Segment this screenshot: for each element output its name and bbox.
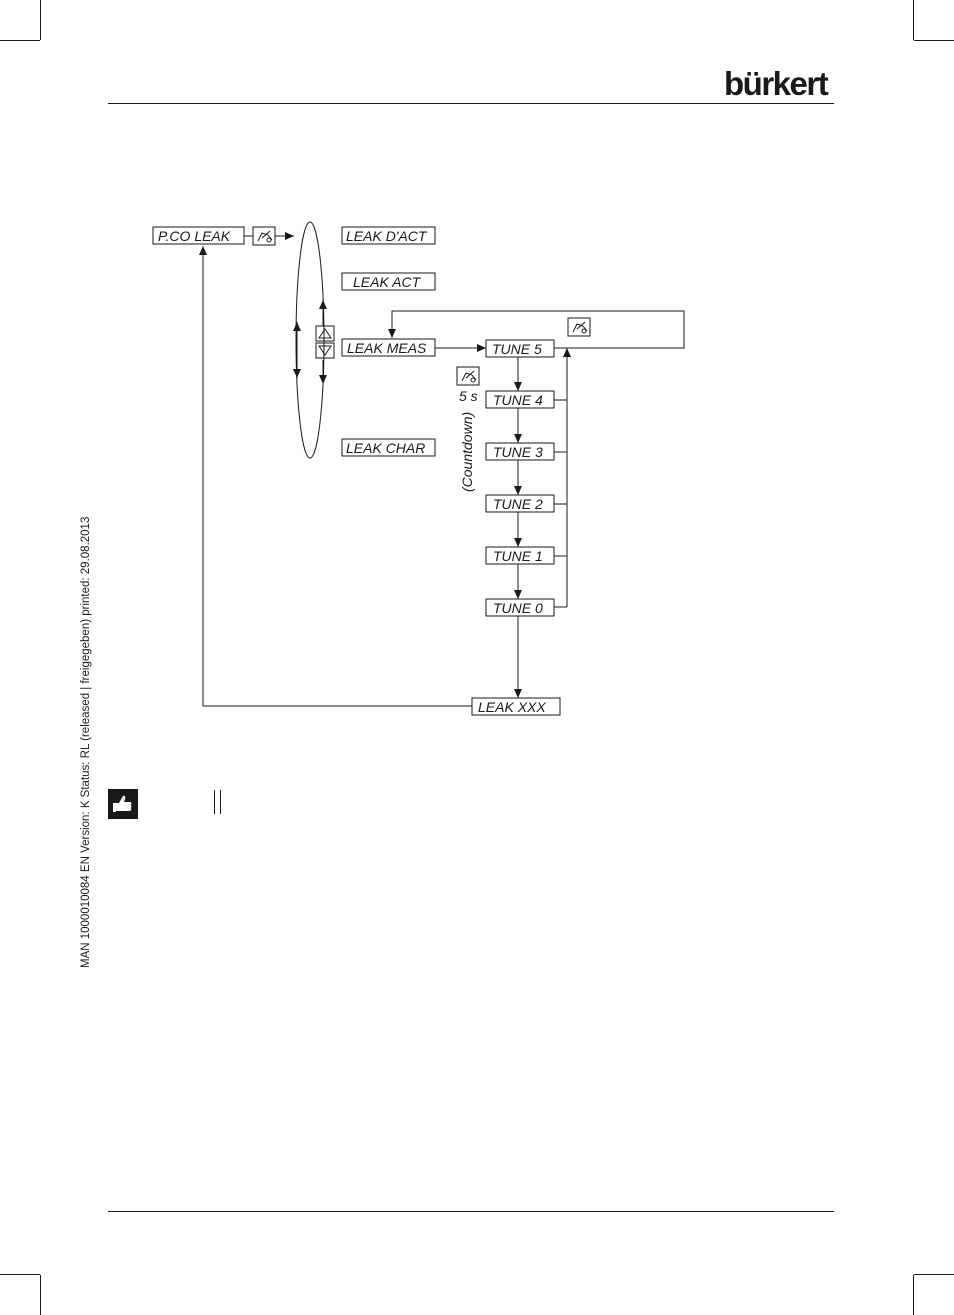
label-tune-3: TUNE 3 xyxy=(493,444,543,460)
label-leak-dact: LEAK D'ACT xyxy=(346,228,428,244)
label-leak-xxx: LEAK XXX xyxy=(478,699,546,715)
label-leak-char: LEAK CHAR xyxy=(346,440,425,456)
label-tune-4: TUNE 4 xyxy=(493,392,543,408)
arrow-down-key-icon xyxy=(316,343,334,358)
label-leak-meas: LEAK MEAS xyxy=(347,340,427,356)
label-pco-leak: P.CO LEAK xyxy=(158,228,231,244)
label-tune-0: TUNE 0 xyxy=(493,600,543,616)
thumbs-up-icon xyxy=(108,789,138,819)
menu-loop xyxy=(296,222,324,458)
label-leak-act: LEAK ACT xyxy=(353,274,422,290)
hand-key-icon xyxy=(253,227,275,245)
label-countdown: (Countdown) xyxy=(459,412,475,492)
label-tune-5: TUNE 5 xyxy=(492,341,542,357)
hand-key-icon xyxy=(568,318,590,336)
note-marker xyxy=(214,790,221,814)
hand-key-icon xyxy=(457,367,479,385)
label-countdown-time: 5 s xyxy=(459,388,478,404)
label-tune-1: TUNE 1 xyxy=(493,548,543,564)
arrow-up-key-icon xyxy=(316,326,334,341)
label-tune-2: TUNE 2 xyxy=(493,496,543,512)
